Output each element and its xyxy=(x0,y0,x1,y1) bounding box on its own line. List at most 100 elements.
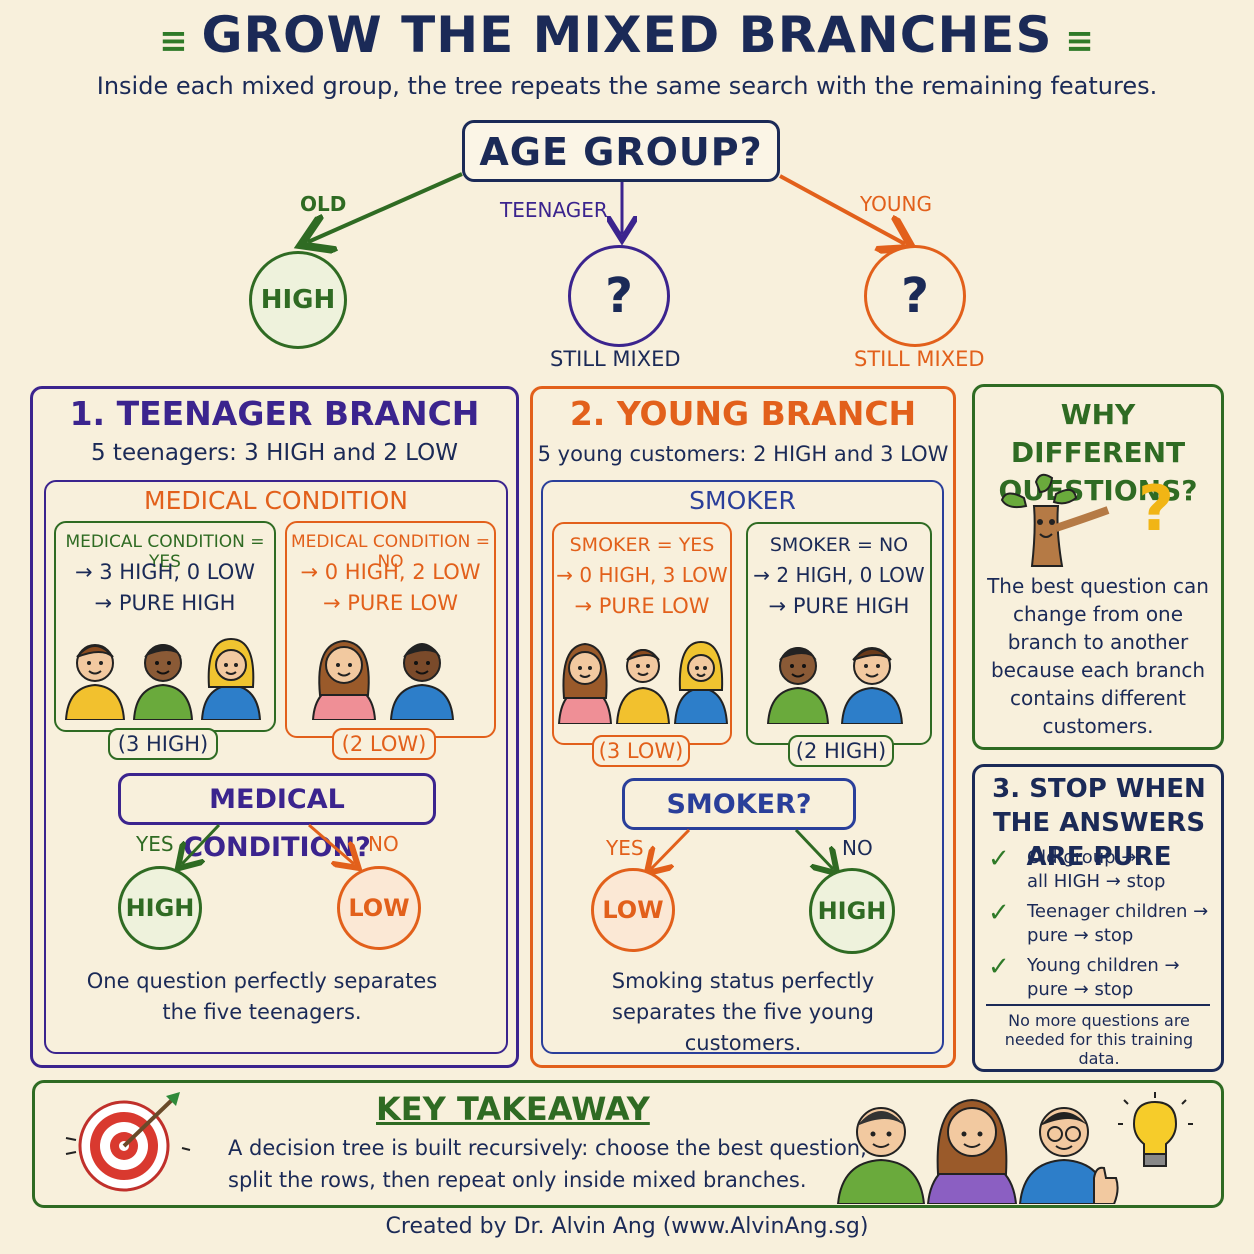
target-icon xyxy=(65,1092,191,1192)
teen-arrow-yes xyxy=(182,823,221,864)
lightbulb-icon xyxy=(1118,1092,1193,1167)
teen-yes-line3: → PURE HIGH xyxy=(94,591,236,615)
person-avatar-blue-boy-2 xyxy=(840,647,904,724)
teen-question-arrows xyxy=(44,823,508,910)
leaf-old-high-label: HIGH xyxy=(260,285,336,315)
person-avatar-green-boy xyxy=(132,644,194,720)
tree-mascot-icon xyxy=(1000,473,1110,567)
branch-label-young: YOUNG xyxy=(860,192,932,216)
person-avatar-man-thumbs-up xyxy=(1018,1107,1119,1204)
check-icon-1: ✓ xyxy=(988,844,1010,874)
young-yes-tag: (3 LOW) xyxy=(592,735,690,767)
stop-item-1-b: all HIGH → stop xyxy=(1027,871,1166,892)
teenager-branch-summary: 5 teenagers: 3 HIGH and 2 LOW xyxy=(90,440,458,466)
young-yes-line2: → 0 HIGH, 3 LOW xyxy=(556,563,728,587)
arrow-young xyxy=(779,174,905,244)
young-no-line1: SMOKER = NO xyxy=(769,534,909,556)
young-inner-box xyxy=(541,480,944,1054)
branch-label-old: OLD xyxy=(300,192,347,216)
teen-no-label: NO xyxy=(368,832,399,856)
person-avatar-pink-girl xyxy=(311,639,377,720)
young-caption: Smoking status perfectly separates the f… xyxy=(611,969,875,1055)
young-question: SMOKER? xyxy=(666,789,812,820)
teenager-inner-box xyxy=(44,480,508,1054)
young-leaf-high: HIGH xyxy=(809,868,895,954)
takeaway-line1: A decision tree is built recursively: ch… xyxy=(228,1136,867,1160)
teen-no-line1: MEDICAL CONDITION = NO xyxy=(290,532,491,572)
sparkle-right-icon: ≡ xyxy=(1052,21,1095,61)
teen-feature-label: MEDICAL CONDITION xyxy=(144,486,408,515)
stop-item-3-a: Young children → xyxy=(1027,955,1180,976)
takeaway-title: KEY TAKEAWAY xyxy=(376,1090,650,1128)
root-tree-arrows xyxy=(0,172,1254,380)
person-avatar-green-boy-2 xyxy=(766,647,830,724)
teen-yes-people xyxy=(62,625,264,720)
sparkle-left-icon: ≡ xyxy=(159,21,202,61)
teen-leaf-high: HIGH xyxy=(118,866,202,950)
stop-item-3: Young children → pure → stop xyxy=(1027,954,1180,1002)
check-icon-2: ✓ xyxy=(988,898,1010,928)
teen-no-people xyxy=(305,625,459,720)
young-question-arrows xyxy=(541,828,944,905)
page-title: ≡ GROW THE MIXED BRANCHES ≡ xyxy=(159,6,1095,64)
stop-title: 3. STOP WHEN THE ANSWERS ARE PURE xyxy=(992,774,1206,872)
stop-note: No more questions are needed for this tr… xyxy=(1004,1011,1194,1068)
takeaway-people xyxy=(836,1086,1122,1204)
arrow-old xyxy=(308,172,463,242)
young-yes-people xyxy=(556,628,730,724)
young-leaf-high-label: HIGH xyxy=(817,897,887,925)
teenager-branch-title: 1. TEENAGER BRANCH xyxy=(69,394,480,433)
teenager-branch-panel xyxy=(30,386,519,1068)
young-arrow-yes xyxy=(651,828,691,869)
person-avatar-blue-boy xyxy=(389,643,455,720)
teen-no-line2: → 0 HIGH, 2 LOW xyxy=(300,560,481,584)
stop-item-3-b: pure → stop xyxy=(1027,979,1134,1000)
stop-item-2-a: Teenager children → xyxy=(1027,901,1209,922)
teen-caption: One question perfectly separates the fiv… xyxy=(86,969,438,1024)
stop-item-1-a: Old group → xyxy=(1027,847,1137,868)
teen-no-tag: (2 LOW) xyxy=(332,728,436,760)
young-no-people xyxy=(764,628,906,724)
why-title: WHY DIFFERENT QUESTIONS? xyxy=(998,398,1198,507)
young-no-label: NO xyxy=(842,836,873,860)
young-no-line2: → 2 HIGH, 0 LOW xyxy=(753,563,925,587)
stop-item-1: Old group → all HIGH → stop xyxy=(1027,846,1165,894)
question-mark-young: ? xyxy=(901,268,929,324)
person-avatar-hijab-girl xyxy=(200,637,262,720)
person-avatar-yellow-boy-2 xyxy=(615,649,671,724)
young-branch-summary: 5 young customers: 2 HIGH and 3 LOW xyxy=(537,442,949,466)
node-young-mixed: ? xyxy=(864,245,966,347)
young-yes-label: YES xyxy=(606,836,644,860)
young-question-box: SMOKER? xyxy=(622,778,856,830)
leaf-old-high: HIGH xyxy=(249,251,347,349)
still-mixed-young: STILL MIXED xyxy=(854,347,985,371)
check-icon-3: ✓ xyxy=(988,952,1010,982)
root-question-box: AGE GROUP? xyxy=(462,120,780,182)
person-avatar-yellow-boy xyxy=(64,644,126,720)
teen-arrow-no xyxy=(308,823,354,864)
credit-line: Created by Dr. Alvin Ang (www.AlvinAng.s… xyxy=(385,1214,869,1239)
teen-no-line3: → PURE LOW xyxy=(322,591,459,615)
person-avatar-pink-girl-2 xyxy=(557,642,613,724)
young-arrow-no xyxy=(794,828,833,869)
branch-label-teenager: TEENAGER xyxy=(500,198,608,222)
why-question-mark: ? xyxy=(1138,472,1174,545)
teen-leaf-high-label: HIGH xyxy=(125,894,195,922)
root-question: AGE GROUP? xyxy=(479,130,763,174)
person-avatar-adult-man xyxy=(836,1107,926,1204)
stop-item-2-b: pure → stop xyxy=(1027,925,1134,946)
person-avatar-adult-woman xyxy=(926,1098,1018,1204)
teen-question: MEDICAL CONDITION? xyxy=(183,784,371,863)
takeaway-panel xyxy=(32,1080,1224,1208)
why-body: The best question can change from one br… xyxy=(987,574,1209,738)
young-no-line3: → PURE HIGH xyxy=(768,594,910,618)
why-panel xyxy=(972,384,1224,750)
young-branch-title: 2. YOUNG BRANCH xyxy=(569,394,917,433)
stop-panel xyxy=(972,764,1224,1072)
teen-yes-line1: MEDICAL CONDITION = YES xyxy=(65,532,265,572)
takeaway-line2: split the rows, then repeat only inside … xyxy=(228,1168,807,1192)
young-branch-panel xyxy=(530,386,956,1068)
still-mixed-teen: STILL MIXED xyxy=(550,347,681,371)
young-yes-line3: → PURE LOW xyxy=(574,594,710,618)
teen-yes-tag: (3 HIGH) xyxy=(108,728,218,760)
